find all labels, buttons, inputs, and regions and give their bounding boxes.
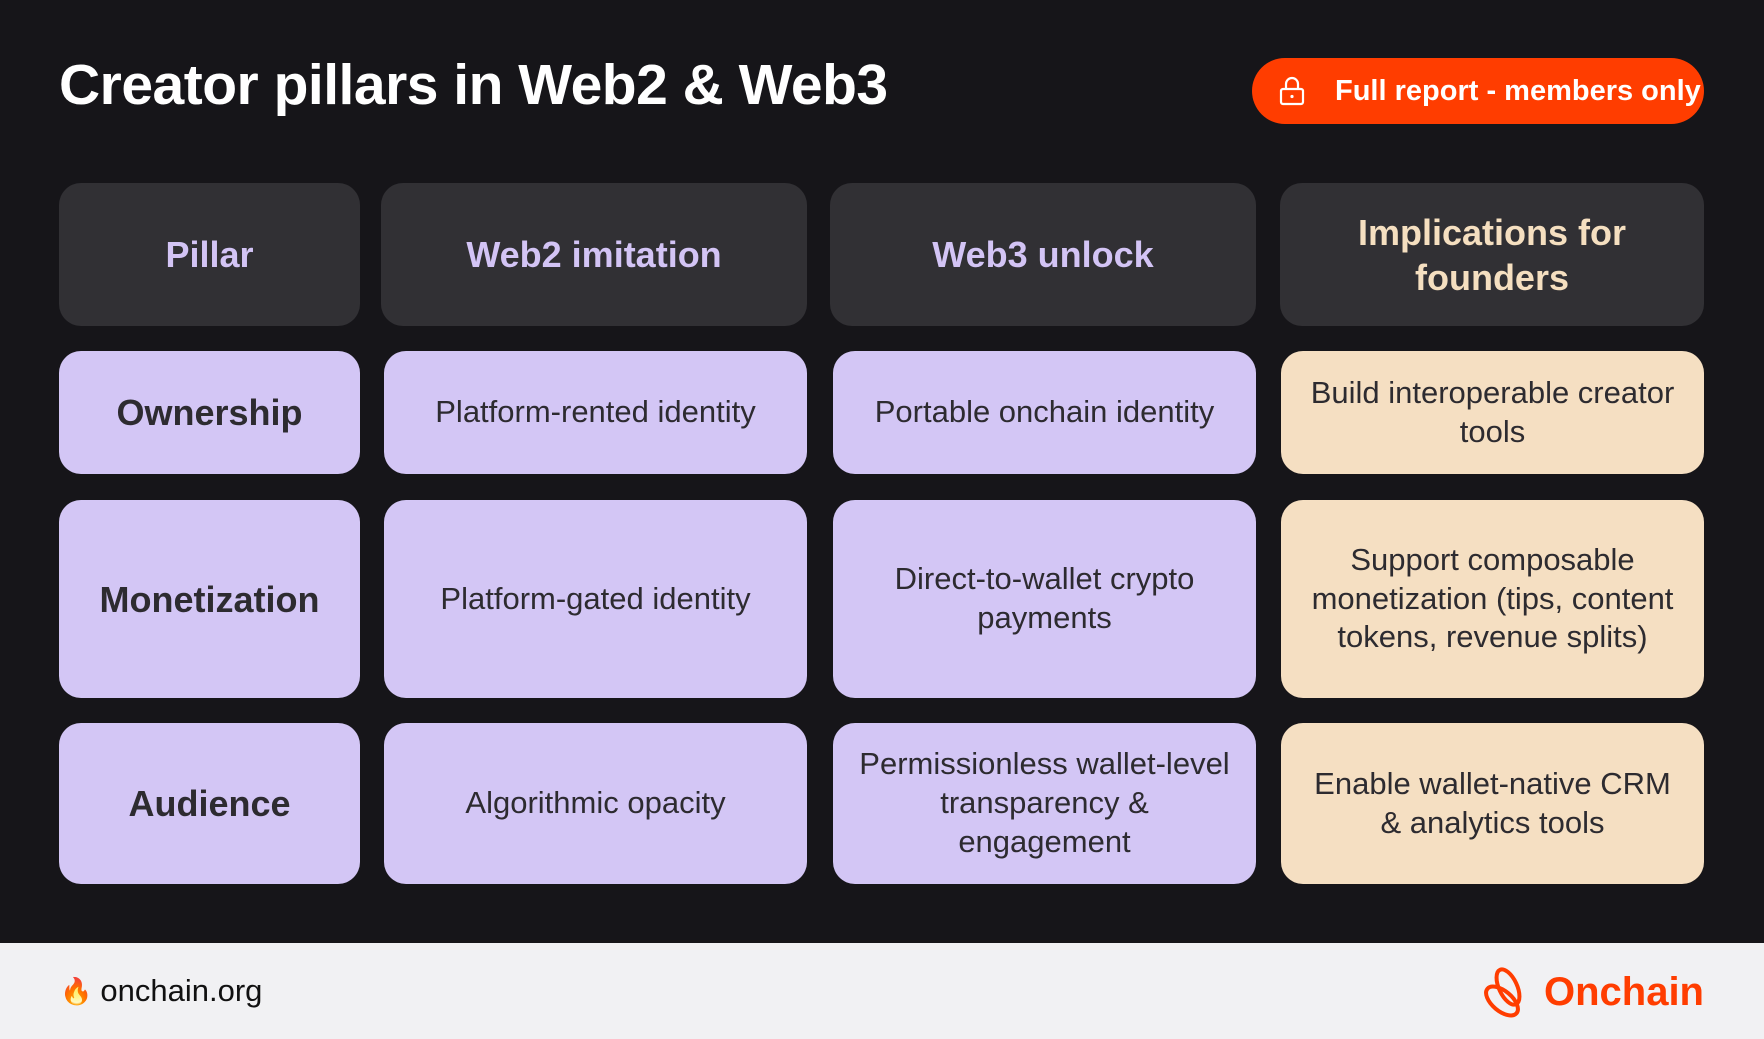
header-implications: Implications for founders: [1280, 183, 1704, 326]
header-web2: Web2 imitation: [381, 183, 807, 326]
implication-cell: Build interoperable creator tools: [1281, 351, 1704, 474]
onchain-logo: Onchain: [1478, 965, 1704, 1019]
web2-cell: Platform-rented identity: [384, 351, 807, 474]
web3-cell: Permissionless wallet-level transparency…: [833, 723, 1256, 884]
web2-cell: Platform-gated identity: [384, 500, 807, 698]
page-title: Creator pillars in Web2 & Web3: [59, 53, 888, 117]
site-link[interactable]: 🔥 onchain.org: [60, 973, 262, 1009]
lock-icon: [1279, 76, 1305, 106]
fire-icon: 🔥: [60, 975, 93, 1006]
web2-cell: Algorithmic opacity: [384, 723, 807, 884]
header-pillar: Pillar: [59, 183, 360, 326]
web3-cell: Direct-to-wallet crypto payments: [833, 500, 1256, 698]
full-report-label: Full report - members only: [1335, 74, 1701, 107]
pillar-cell: Monetization: [59, 500, 360, 698]
web3-cell: Portable onchain identity: [833, 351, 1256, 474]
header-web3: Web3 unlock: [830, 183, 1256, 326]
footer: 🔥 onchain.org Onchain: [0, 943, 1764, 1039]
brand-label: Onchain: [1543, 969, 1704, 1014]
pillar-cell: Ownership: [59, 351, 360, 474]
implication-cell: Support composable monetization (tips, c…: [1281, 500, 1704, 698]
site-label: onchain.org: [100, 973, 263, 1008]
full-report-button[interactable]: Full report - members only: [1252, 58, 1704, 124]
onchain-logo-icon: [1484, 967, 1522, 1018]
pillar-cell: Audience: [59, 723, 360, 884]
implication-cell: Enable wallet-native CRM & analytics too…: [1281, 723, 1704, 884]
